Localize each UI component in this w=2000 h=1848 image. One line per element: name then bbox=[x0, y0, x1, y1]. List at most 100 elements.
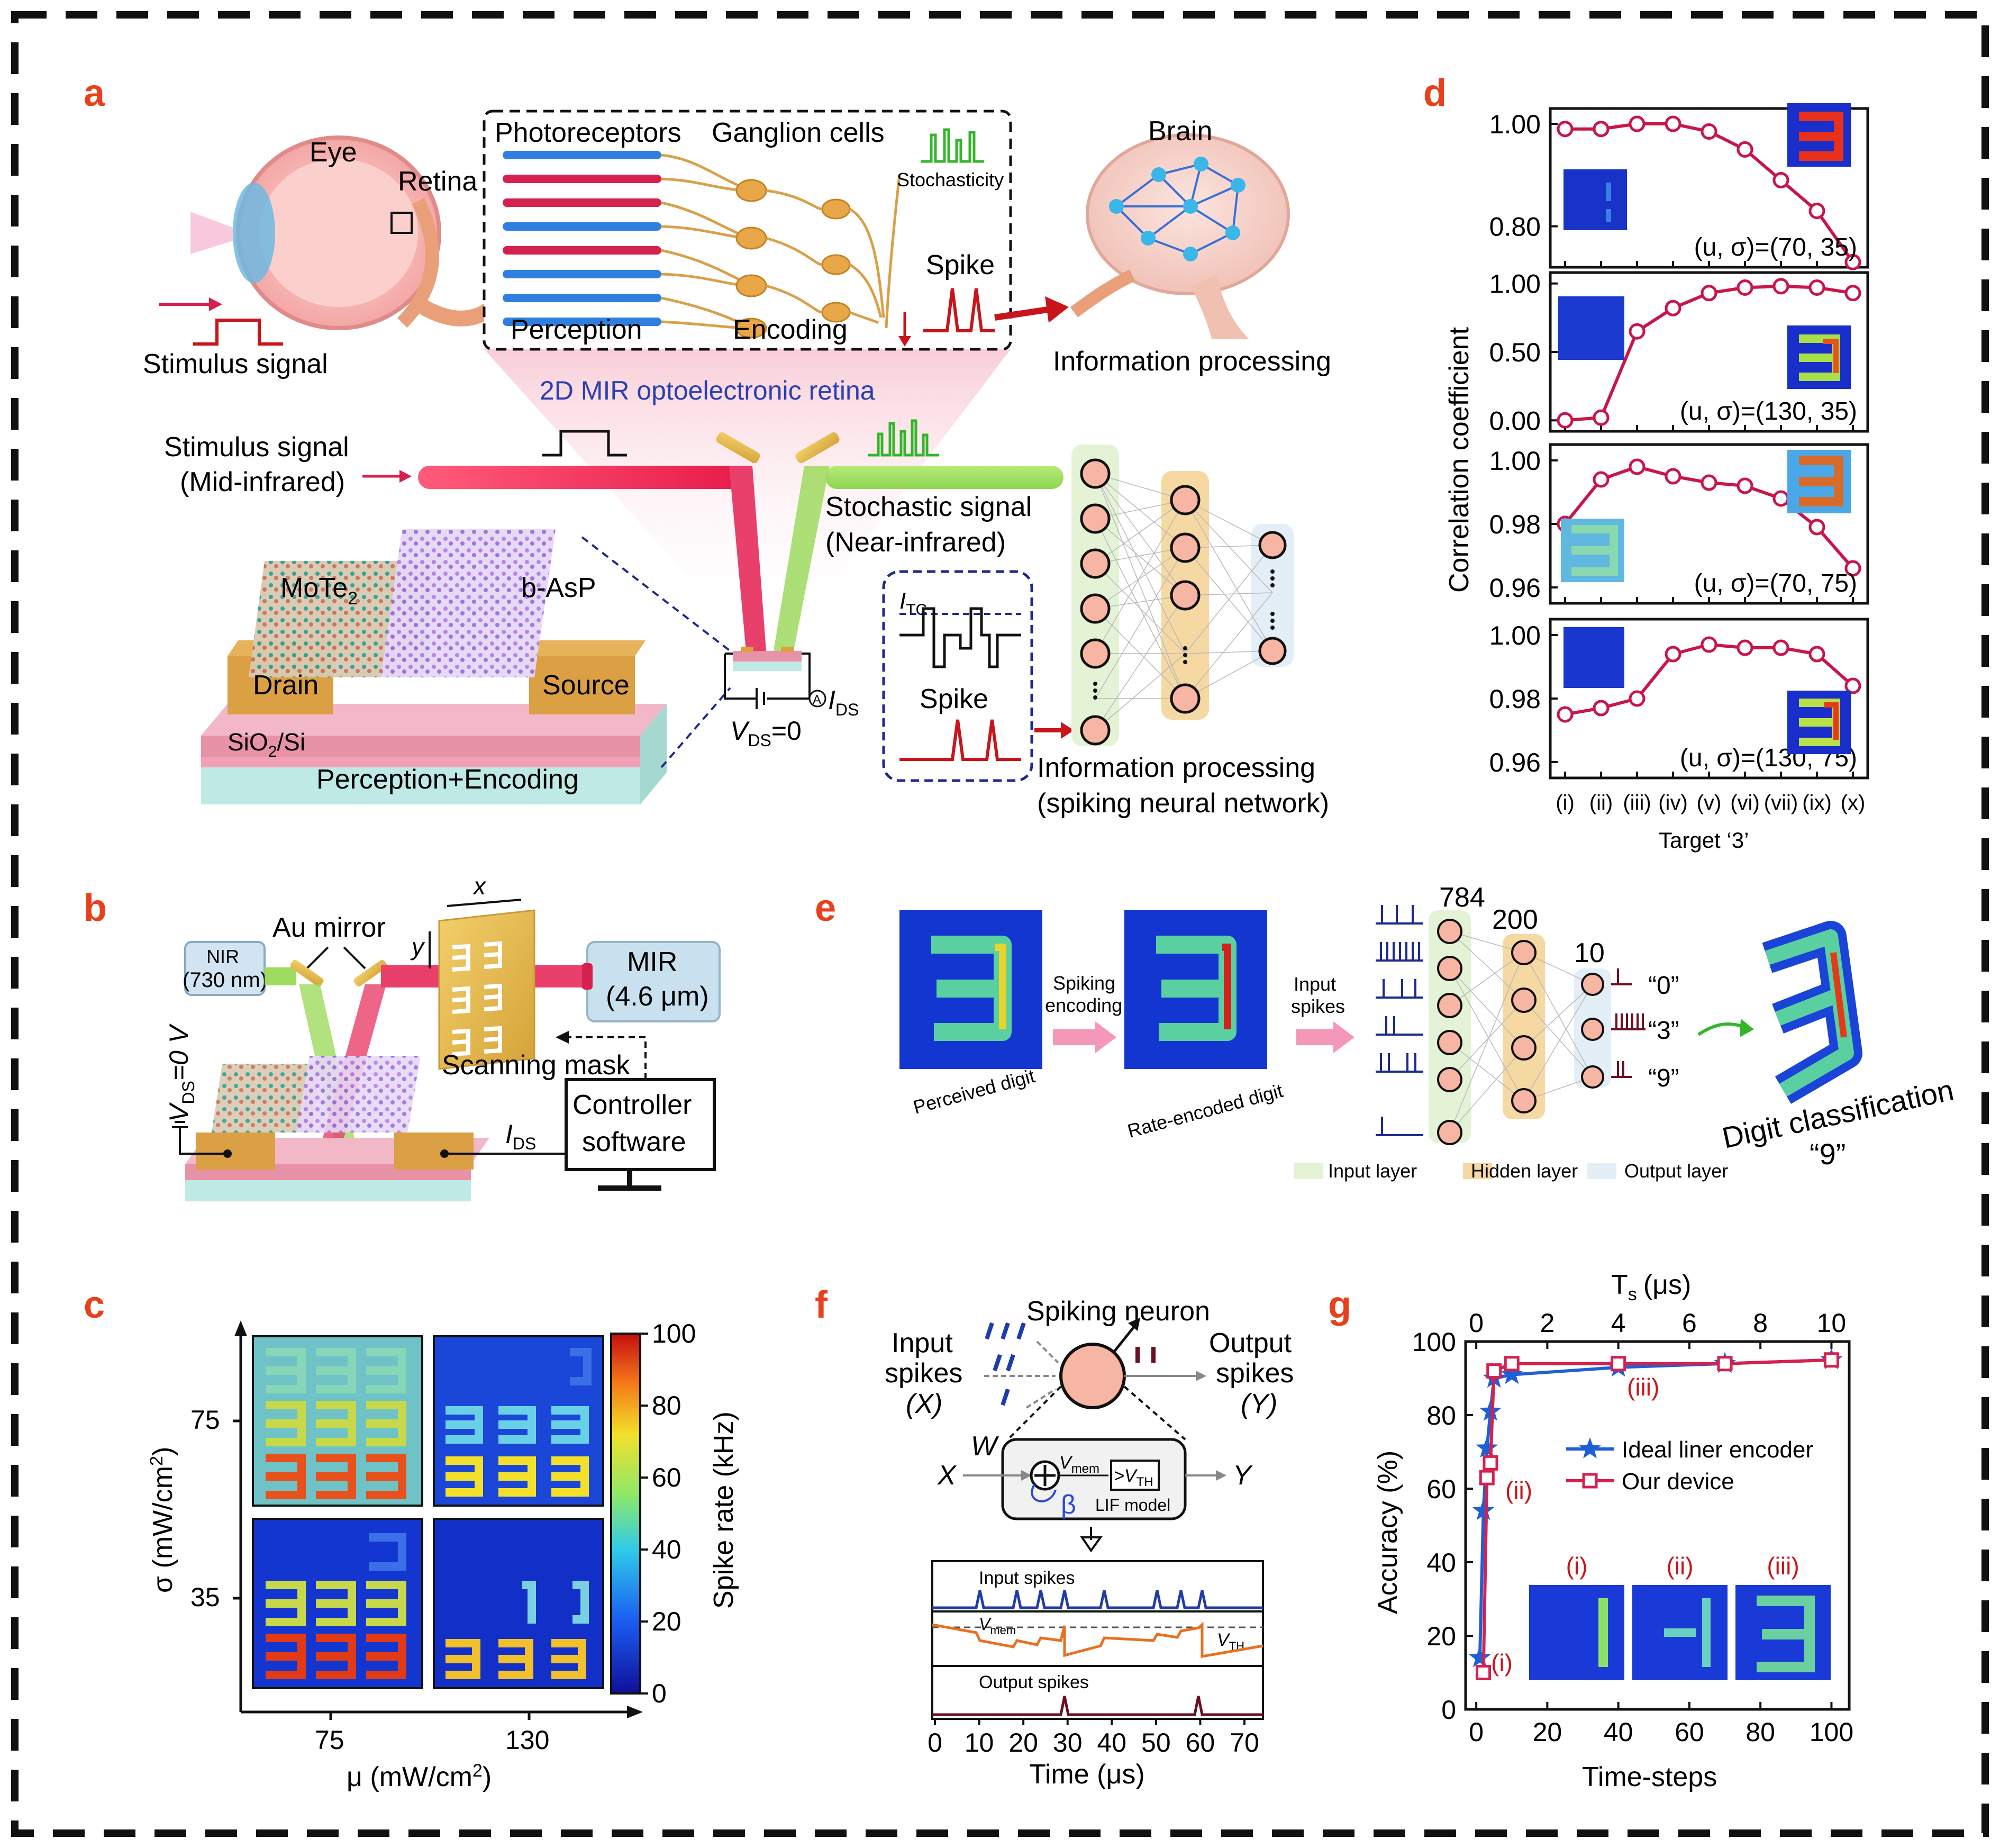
nir-stochastic-spikes bbox=[868, 419, 939, 457]
d-data-point bbox=[1772, 639, 1789, 656]
panel-label-d: d bbox=[1423, 72, 1447, 114]
input-spike-rasters bbox=[1376, 905, 1423, 1136]
d-data-point bbox=[1737, 279, 1753, 296]
d-data-point bbox=[1593, 121, 1610, 138]
g-legend-ideal-marker bbox=[1579, 1437, 1601, 1459]
cbar-tick-20: 20 bbox=[652, 1607, 681, 1636]
input-arrows bbox=[984, 1340, 1059, 1409]
g-top-xtick-label: 6 bbox=[1682, 1308, 1697, 1338]
d-data-point bbox=[1665, 115, 1681, 132]
e-legend bbox=[1294, 1163, 1616, 1179]
d-data-point bbox=[1844, 285, 1861, 302]
spiking-encoding-1: Spiking bbox=[1053, 972, 1115, 994]
d-data-point bbox=[1629, 115, 1646, 132]
controller-label-2: software bbox=[582, 1127, 686, 1157]
panel-label-c: c bbox=[84, 1284, 105, 1326]
g-legend-ideal-label: Ideal liner encoder bbox=[1622, 1437, 1813, 1463]
d-data-point bbox=[1844, 253, 1861, 270]
g-ytick-label: 40 bbox=[1426, 1548, 1456, 1578]
mirror-right bbox=[795, 432, 840, 464]
c-xlabel: μ (mW/cm2) bbox=[347, 1761, 492, 1792]
g-device-point bbox=[1476, 1665, 1492, 1680]
stimulus-pulse-small bbox=[193, 319, 283, 346]
d-ytick-label: 1.00 bbox=[1489, 621, 1541, 650]
g-xlabel: Time-steps bbox=[1582, 1762, 1717, 1792]
mask-digit-cutouts bbox=[452, 941, 502, 1056]
d-xtick-label: (v) bbox=[1697, 791, 1722, 814]
d-ytick-label: 0.98 bbox=[1489, 510, 1541, 539]
stimulus-signal-label: Stimulus signal bbox=[143, 349, 328, 379]
g-device-point bbox=[1483, 1455, 1498, 1471]
c-ytick-35: 35 bbox=[190, 1582, 220, 1612]
beta-loop bbox=[1031, 1484, 1057, 1502]
figure-frame bbox=[11, 11, 1989, 1837]
g-device-point bbox=[1823, 1352, 1839, 1368]
classified-digit-image bbox=[1762, 921, 1862, 1104]
scanning-mask-label: Scanning mask bbox=[442, 1050, 631, 1081]
vmem-trace bbox=[932, 1621, 1263, 1658]
panel-e: Perceived digit Spiking encoding Rate-en… bbox=[899, 882, 1957, 1182]
output-spike-trace bbox=[932, 1696, 1263, 1716]
input-spikes-label-2: spikes bbox=[885, 1358, 962, 1389]
rate-encoded-label: Rate-encoded digit bbox=[1125, 1080, 1285, 1142]
c-ylabel: σ (mW/cm2) bbox=[147, 1447, 178, 1593]
d-data-point bbox=[1844, 560, 1861, 577]
g-xtick-label: 20 bbox=[1533, 1717, 1562, 1747]
input-spikes-1: Input bbox=[1294, 973, 1336, 995]
n-hidden-label: 200 bbox=[1492, 904, 1538, 935]
d-data-point bbox=[1665, 468, 1681, 485]
mir-beam bbox=[418, 466, 751, 489]
encoding-arrow bbox=[1053, 1021, 1116, 1053]
input-spikes-label-1: Input bbox=[892, 1328, 953, 1358]
g-xtick-label: 40 bbox=[1604, 1717, 1633, 1747]
g-ylabel: Accuracy (%) bbox=[1372, 1451, 1403, 1614]
spiking-encoding-2: encoding bbox=[1045, 994, 1122, 1016]
g-annotation: (iii) bbox=[1627, 1373, 1659, 1401]
cbar-tick-40: 40 bbox=[652, 1535, 681, 1564]
controller-feedback-arrow bbox=[566, 1036, 647, 1080]
mir-label-1: MIR bbox=[627, 947, 677, 977]
f-xtick-label: 0 bbox=[928, 1728, 942, 1758]
d-xtick-label: (iii) bbox=[1623, 791, 1651, 814]
d-xlabel: Target ‘3’ bbox=[1659, 828, 1749, 853]
spiking-neuron-label: Spiking neuron bbox=[1026, 1296, 1210, 1327]
snn-label-line1: Information processing bbox=[1037, 753, 1315, 783]
ids-label: IDS bbox=[828, 685, 859, 719]
g-top-xlabel: Ts(μs) bbox=[1611, 1270, 1691, 1305]
g-inset-label: (iii) bbox=[1767, 1552, 1799, 1580]
d-ytick-label: 0.00 bbox=[1489, 406, 1541, 436]
mir-label-2: (4.6 μm) bbox=[606, 981, 709, 1012]
d-data-point bbox=[1665, 646, 1681, 663]
n-input-label: 784 bbox=[1439, 882, 1485, 913]
g-device-point bbox=[1717, 1356, 1733, 1372]
panel-d: 0.801.00(u, σ)=(70, 35)0.000.501.00(u, σ… bbox=[1444, 103, 1869, 853]
cbar-tick-0: 0 bbox=[652, 1679, 667, 1708]
stimulus-mir-line2: (Mid-infrared) bbox=[180, 467, 345, 497]
mir-pulse bbox=[542, 430, 627, 457]
d-xtick-label: (iv) bbox=[1658, 791, 1688, 814]
eye-illustration bbox=[190, 135, 509, 330]
encoding-label: Encoding bbox=[733, 314, 848, 345]
vds-b-label: VDS=0 V bbox=[164, 1023, 198, 1122]
perception-encoding-label: Perception+Encoding bbox=[316, 764, 579, 795]
stimulus-mir-line1: Stimulus signal bbox=[164, 432, 349, 463]
input-spike-lines bbox=[985, 1322, 1026, 1406]
colorbar bbox=[610, 1333, 641, 1695]
callout-lines bbox=[581, 536, 731, 768]
out-9-label: “9” bbox=[1648, 1064, 1679, 1092]
d-data-point bbox=[1629, 458, 1646, 475]
spike-label-2: Spike bbox=[920, 684, 988, 714]
d-subplot-annotation: (u, σ)=(70, 35) bbox=[1694, 233, 1857, 261]
d-data-point bbox=[1701, 636, 1717, 653]
device-title: 2D MIR optoelectronic retina bbox=[540, 376, 875, 405]
panel-label-f: f bbox=[815, 1284, 828, 1326]
source-label: Source bbox=[542, 670, 630, 701]
input-spikes-label-3: (X) bbox=[906, 1389, 942, 1419]
g-ideal-point bbox=[1479, 1400, 1502, 1421]
threshold-box bbox=[1110, 1460, 1160, 1491]
f-xtick-label: 70 bbox=[1230, 1728, 1259, 1758]
beta-label: β bbox=[1061, 1490, 1076, 1519]
d-ytick-label: 1.00 bbox=[1489, 269, 1541, 299]
d-data-point bbox=[1701, 285, 1717, 302]
